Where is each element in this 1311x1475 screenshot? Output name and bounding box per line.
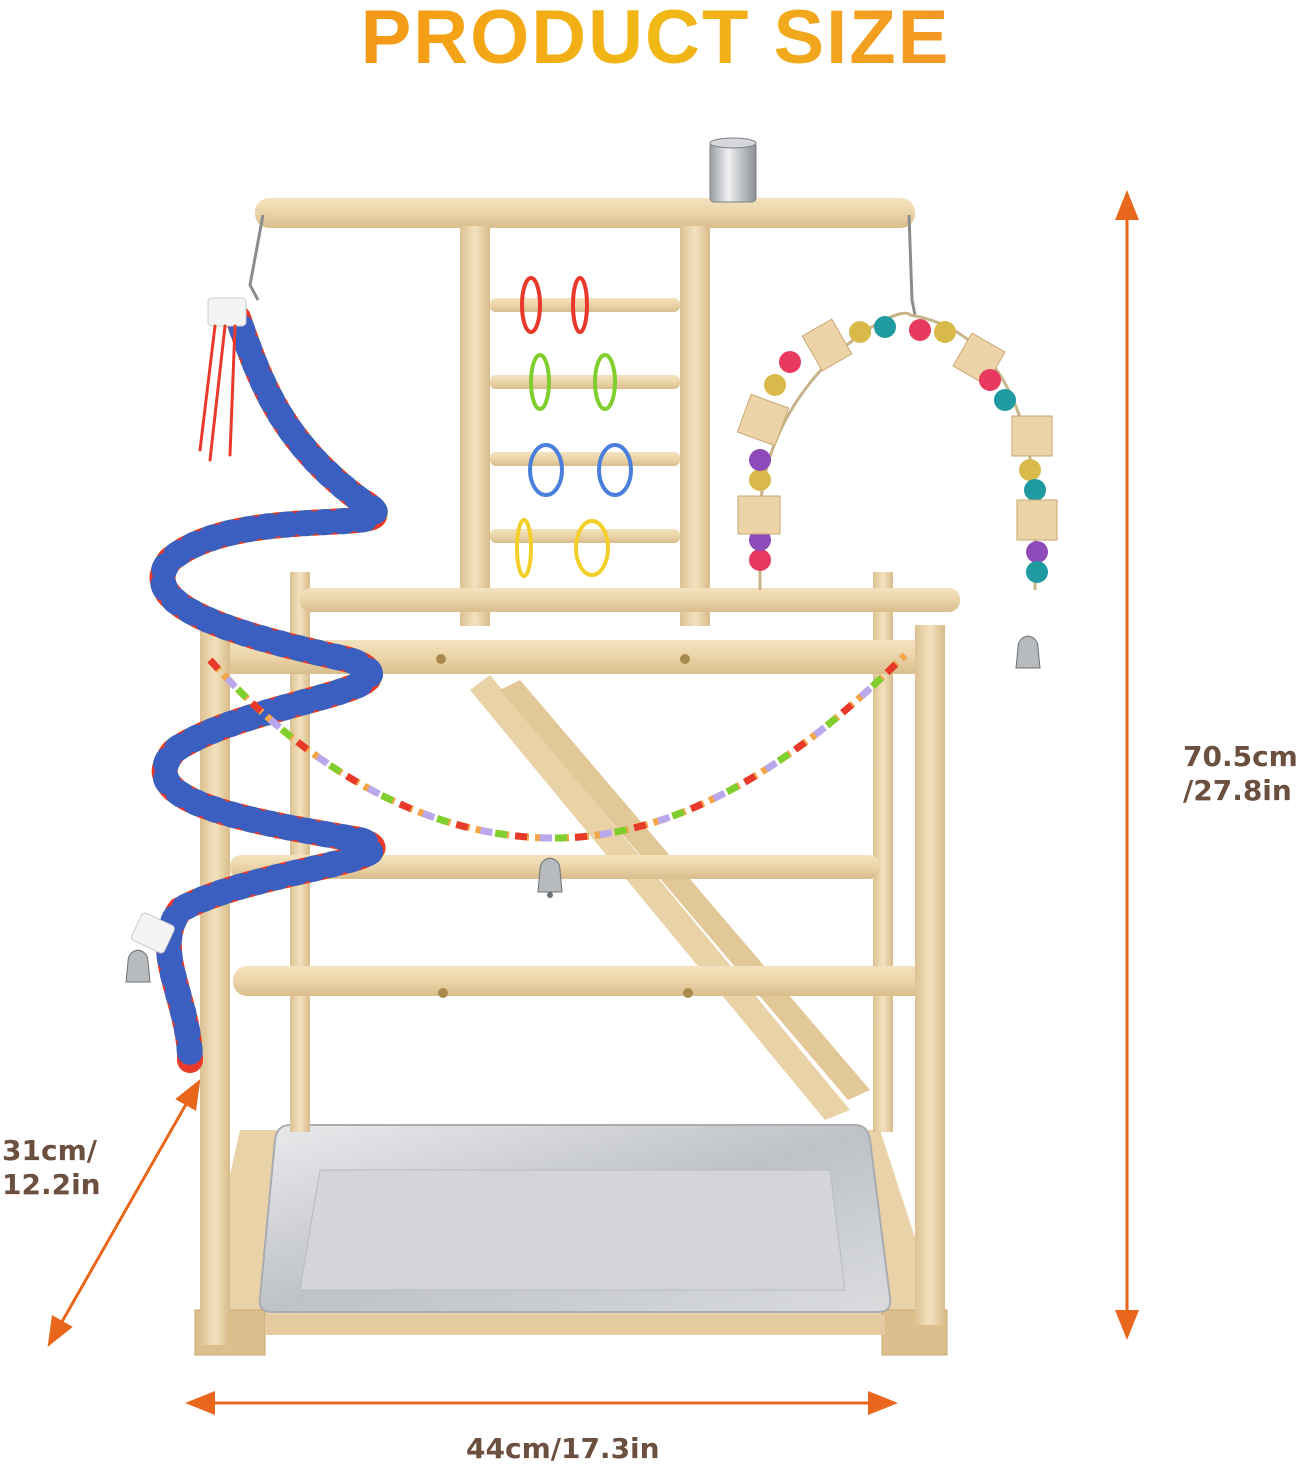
bead-swing	[736, 311, 1058, 590]
hook-right	[907, 214, 917, 316]
hanging-ladder	[460, 226, 710, 626]
depth-dimension-label: 31cm/ 12.2in	[2, 1134, 101, 1202]
height-in: /27.8in	[1183, 774, 1292, 807]
acrylic-chain	[207, 652, 908, 842]
bell-icon	[537, 857, 563, 898]
food-cup	[709, 137, 757, 203]
top-perch	[255, 198, 915, 228]
depth-cm: 31cm/	[2, 1134, 97, 1167]
rope-spiral-perch	[131, 297, 389, 1073]
ring-red	[520, 276, 542, 334]
width-dimension-label: 44cm/17.3in	[466, 1432, 660, 1465]
height-dimension-label: 70.5cm /27.8in	[1183, 740, 1298, 808]
height-cm: 70.5cm	[1183, 740, 1298, 773]
depth-in: 12.2in	[2, 1168, 101, 1201]
steel-tray	[258, 1124, 892, 1313]
bell-icon	[125, 949, 151, 983]
inclined-ladder	[470, 675, 870, 1120]
screw	[436, 654, 446, 664]
bell-icon	[1015, 635, 1041, 669]
upper-front-perch	[205, 640, 945, 674]
swing-perch	[745, 588, 960, 612]
depth-arrow	[47, 1078, 201, 1348]
front-right-post	[915, 625, 945, 1325]
page-title: PRODUCT SIZE	[0, 0, 1311, 81]
hook-left	[248, 214, 265, 301]
lower-front-perch	[233, 966, 943, 996]
